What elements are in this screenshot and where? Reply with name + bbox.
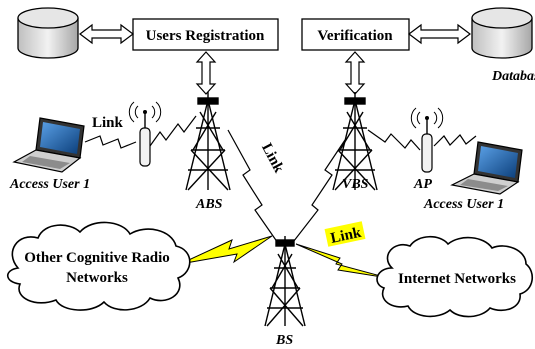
lightning-bolt-right: [295, 243, 389, 279]
access-user-n-label: Access User 1: [423, 197, 504, 212]
internet-networks-cloud: Internet Networks: [376, 235, 533, 318]
access-user-1-label: Access User 1: [9, 177, 90, 192]
vbs-tower-icon: [332, 92, 378, 191]
other-cognitive-radio-cloud: Other Cognitive Radio Networks: [6, 221, 191, 311]
link-label-left: Link: [92, 115, 124, 131]
database-label: Database: [491, 69, 535, 84]
arrow-users-registration-to-abs: [195, 51, 217, 95]
ap-label: AP: [413, 177, 432, 192]
access-point-icon-left: [128, 101, 162, 167]
link-label-highlight: Link: [324, 221, 366, 247]
cloud-right-label: Internet Networks: [398, 271, 516, 287]
laptop-icon-right: [450, 141, 523, 195]
abs-tower-icon: [185, 92, 231, 191]
lightning-bolt-left: [179, 235, 273, 265]
cloud-left-line2: Networks: [66, 270, 128, 286]
bs-tower-icon: [264, 236, 306, 327]
arrow-verification-to-vbs: [344, 51, 366, 95]
wireless-links: [84, 115, 477, 247]
users-registration-box: Users Registration: [132, 18, 279, 51]
vbs-label: VBS: [342, 177, 369, 192]
verification-label: Verification: [317, 28, 393, 44]
link-label-diagonal: Link: [258, 141, 287, 176]
arrow-verification-to-db-right: [408, 23, 471, 45]
laptop-icon-left: [12, 117, 85, 173]
database-icon-right: [471, 7, 533, 59]
abs-label: ABS: [195, 197, 223, 212]
cloud-left-line1: Other Cognitive Radio: [24, 250, 170, 266]
verification-box: Verification: [301, 18, 410, 51]
bs-label: BS: [275, 333, 293, 348]
users-registration-label: Users Registration: [146, 28, 265, 44]
access-point-icon-right: [410, 107, 444, 173]
database-icon-left: [17, 7, 79, 59]
link-label-highlight-text: Link: [329, 225, 363, 247]
arrow-db-left-to-users-registration: [79, 23, 134, 45]
